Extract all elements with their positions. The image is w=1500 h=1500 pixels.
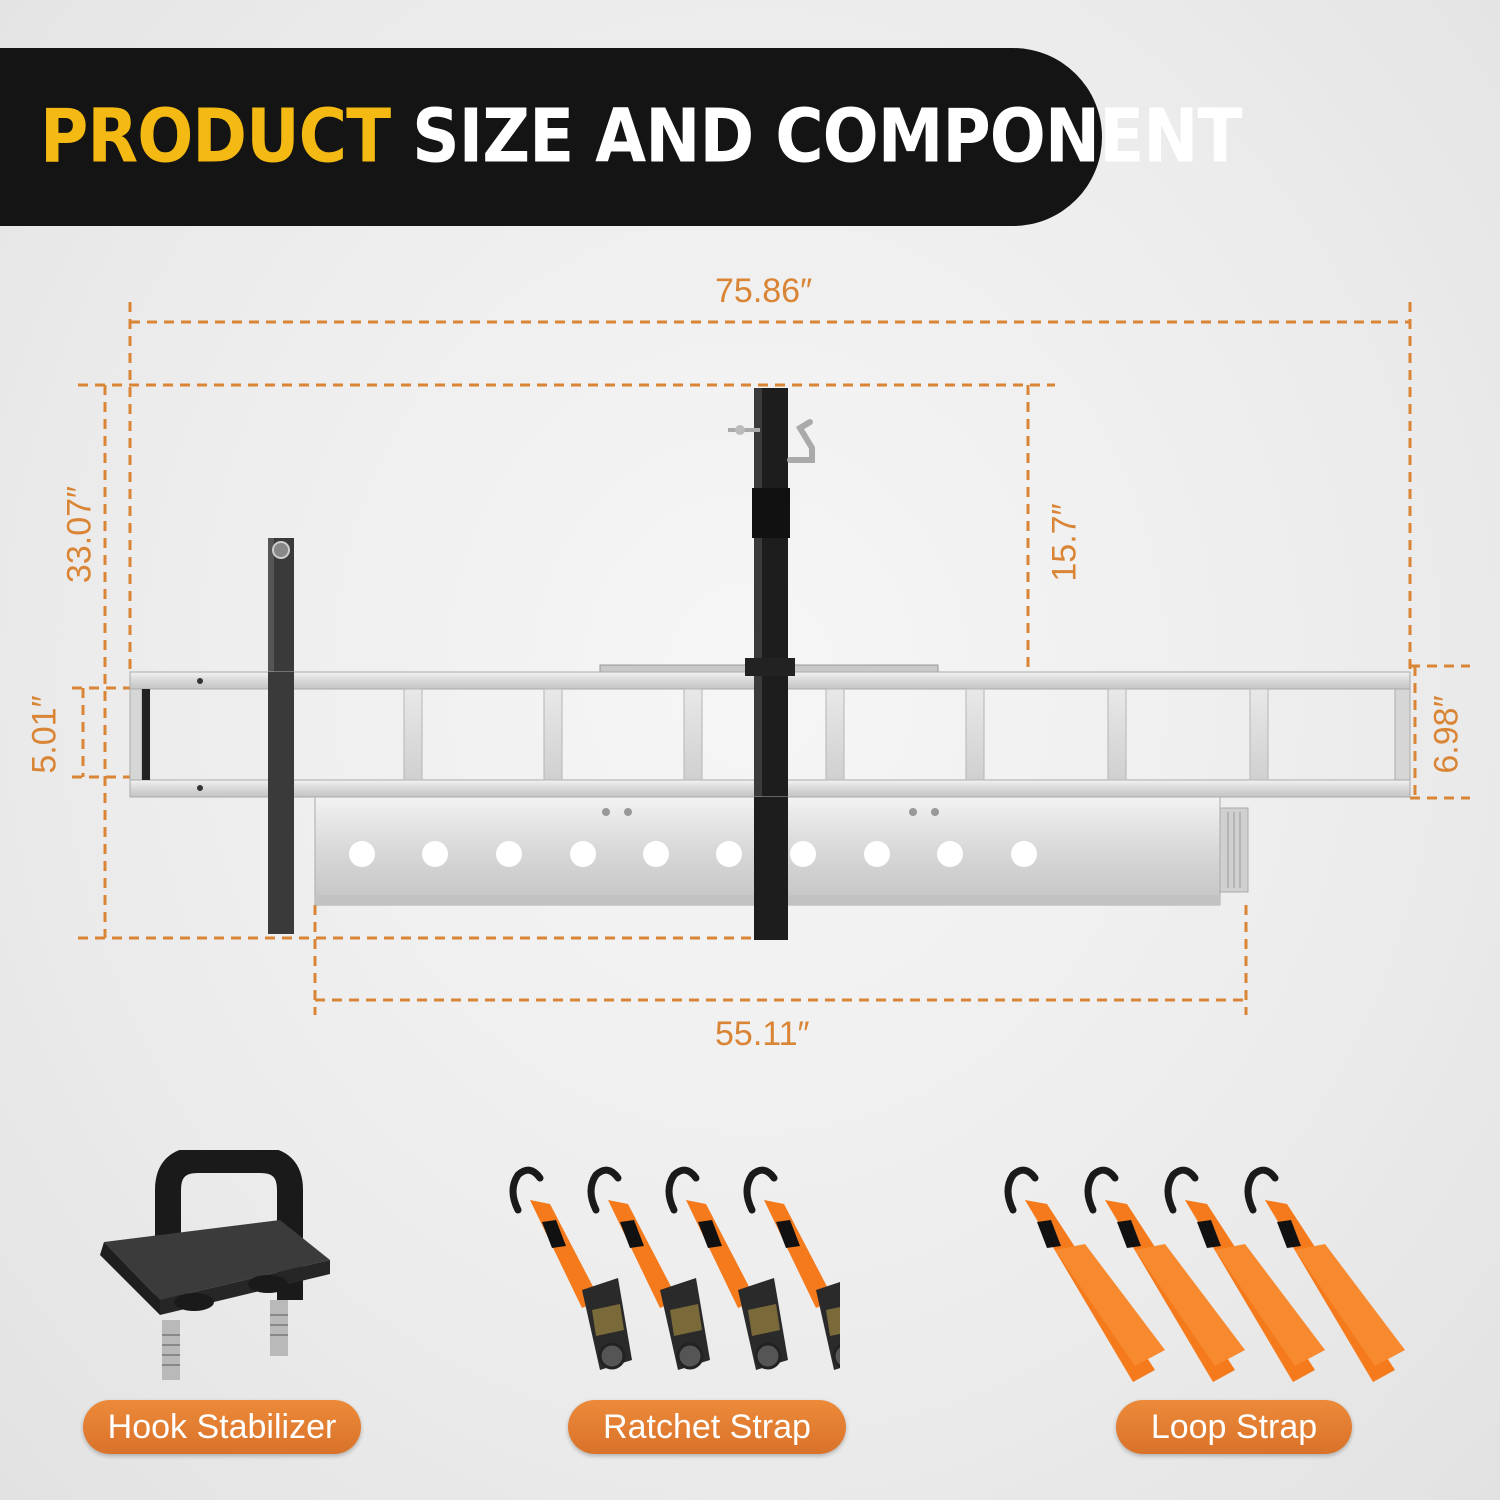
ramp-holes — [349, 841, 1037, 867]
dim-label-overall-width: 75.86″ — [715, 272, 813, 310]
dim-label-ramp-length: 55.11″ — [715, 1015, 810, 1053]
crossbars — [403, 688, 1269, 781]
dim-label-mast-height: 15.7″ — [1045, 503, 1084, 582]
title-rest: SIZE AND COMPONENT — [412, 93, 1242, 180]
dim-label-depth-right: 6.98″ — [1427, 695, 1466, 774]
ratchet-strap-icon — [509, 1160, 840, 1390]
label-hook-stabilizer: Hook Stabilizer — [83, 1400, 361, 1454]
label-ratchet-strap: Ratchet Strap — [568, 1400, 846, 1454]
page-title: PRODUCT SIZE AND COMPONENT — [40, 37, 1243, 236]
title-accent: PRODUCT — [40, 93, 391, 180]
dim-label-overall-height: 33.07″ — [60, 485, 99, 584]
dim-label-depth-left: 5.01″ — [25, 695, 64, 774]
loop-strap-icon — [1004, 1160, 1425, 1400]
hitch-tightener-icon — [100, 1150, 330, 1380]
label-loop-strap: Loop Strap — [1116, 1400, 1352, 1454]
bracket-pin-top — [272, 541, 290, 559]
hitch-pin — [787, 419, 815, 463]
header-banner: PRODUCT SIZE AND COMPONENT — [0, 48, 1243, 226]
